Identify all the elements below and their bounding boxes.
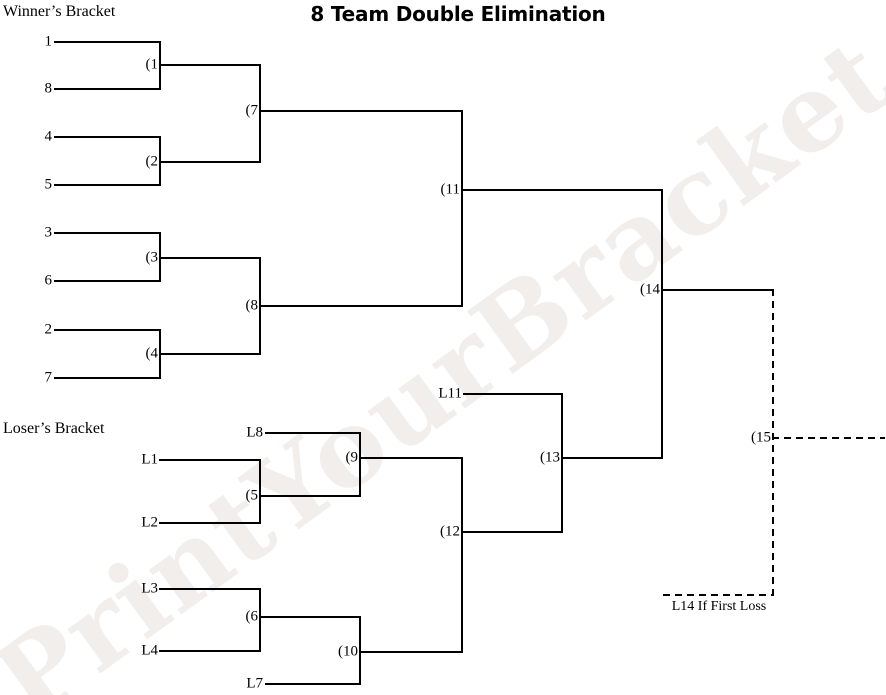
game-13: (13 (540, 449, 560, 466)
bracket-line (159, 650, 261, 652)
loser-slot-l11: L11 (438, 385, 462, 402)
bracket-line (259, 616, 361, 618)
seed-6: 6 (44, 272, 53, 289)
bracket-line (54, 232, 161, 234)
game-11: (11 (440, 181, 460, 198)
seed-7: 7 (44, 369, 53, 386)
bracket-line (661, 189, 663, 459)
bracket-line (54, 88, 161, 90)
game-10: (10 (338, 643, 358, 660)
bracket-line (54, 136, 161, 138)
bracket-line (159, 64, 261, 66)
bracket-line (561, 457, 663, 459)
bracket-line (159, 459, 261, 461)
loser-slot-l7: L7 (246, 675, 263, 692)
bracket-line (159, 353, 261, 355)
footnote-l14-if-first-loss: L14 If First Loss (671, 599, 767, 614)
bracket-line (259, 110, 463, 112)
game-9: (9 (345, 449, 359, 466)
bracket-line (159, 522, 261, 524)
game-4: (4 (145, 345, 159, 362)
seed-8: 8 (44, 80, 53, 97)
loser-slot-l2: L2 (141, 514, 158, 531)
game-14: (14 (640, 281, 660, 298)
seed-3: 3 (44, 224, 53, 241)
bracket-line (259, 64, 261, 163)
game-12: (12 (440, 523, 460, 540)
page-title: 8 Team Double Elimination (310, 2, 606, 26)
losers-bracket-label: Loser’s Bracket (3, 420, 105, 437)
bracket-line (54, 280, 161, 282)
game-2: (2 (145, 153, 159, 170)
bracket-line (54, 329, 161, 331)
bracket-line (265, 683, 361, 685)
bracket-line (265, 432, 361, 434)
bracket-line (461, 189, 663, 191)
bracket-line (561, 393, 563, 533)
bracket-line (359, 457, 463, 459)
game-15: (15 (751, 429, 771, 446)
bracket-line (159, 588, 261, 590)
bracket-line (259, 305, 463, 307)
game-5: (5 (245, 487, 259, 504)
bracket-line (461, 110, 463, 307)
bracket-line (54, 41, 161, 43)
seed-5: 5 (44, 176, 53, 193)
bracket-line (54, 184, 161, 186)
bracket-line (159, 161, 261, 163)
loser-slot-l3: L3 (141, 580, 158, 597)
bracket-line (463, 393, 563, 395)
bracket-line (359, 616, 361, 685)
seed-4: 4 (44, 128, 53, 145)
bracket-line (259, 495, 361, 497)
bracket-line (461, 457, 463, 653)
loser-slot-l8: L8 (246, 424, 263, 441)
winners-bracket-label: Winner’s Bracket (3, 3, 116, 20)
bracket-line (159, 257, 261, 259)
seed-1: 1 (44, 33, 53, 50)
bracket-line (461, 531, 563, 533)
game-7: (7 (245, 102, 259, 119)
bracket-line (54, 377, 161, 379)
seed-2: 2 (44, 321, 53, 338)
game-8: (8 (245, 297, 259, 314)
loser-slot-l4: L4 (141, 642, 158, 659)
bracket-line (359, 432, 361, 497)
game-3: (3 (145, 249, 159, 266)
game-1: (1 (145, 56, 159, 73)
watermark-text: PrintYourBracket (0, 12, 886, 695)
bracket-line-dashed (772, 289, 774, 596)
bracket-line (661, 289, 774, 291)
game-6: (6 (245, 608, 259, 625)
bracket-line-dashed (772, 437, 885, 439)
bracket-line (259, 459, 261, 524)
bracket-line (359, 651, 463, 653)
bracket-line (259, 588, 261, 652)
bracket-line-dashed (663, 594, 774, 596)
loser-slot-l1: L1 (141, 451, 158, 468)
